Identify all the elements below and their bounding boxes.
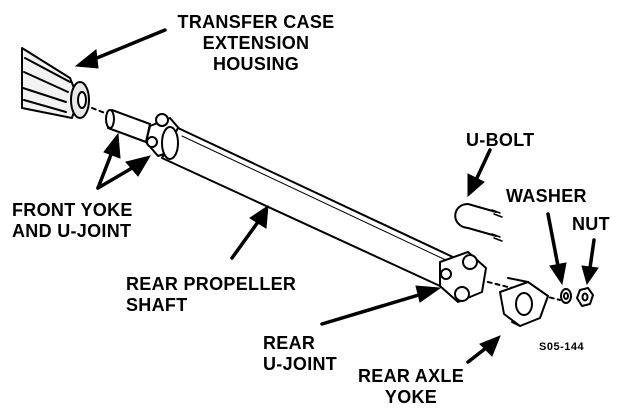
- u-bolt-part: [454, 203, 503, 242]
- arrow-u-bolt: [467, 148, 492, 198]
- front-slip-yoke: [105, 109, 151, 143]
- arrow-washer: [546, 212, 567, 286]
- label-rear-propeller-shaft: REAR PROPELLER SHAFT: [126, 274, 297, 315]
- label-transfer-case-extension-housing: TRANSFER CASE EXTENSION HOUSING: [177, 12, 335, 74]
- nut-part: [576, 287, 594, 307]
- transfer-case-housing: [21, 47, 90, 119]
- rear-axle-yoke-part: [499, 277, 549, 327]
- label-nut: NUT: [572, 214, 610, 234]
- label-front-yoke-and-u-joint: FRONT YOKE AND U-JOINT: [12, 200, 133, 241]
- arrow-rear-axle-yoke: [466, 335, 501, 364]
- label-washer: WASHER: [506, 186, 587, 206]
- arrow-front-yoke-1: [96, 132, 121, 190]
- label-u-bolt: U-BOLT: [466, 130, 535, 150]
- arrow-rear-u-joint: [320, 285, 442, 326]
- label-rear-axle-yoke: REAR AXLE YOKE: [357, 366, 465, 407]
- label-rear-u-joint: REAR U-JOINT: [263, 333, 338, 374]
- arrow-transfer-case: [74, 28, 167, 69]
- propeller-shaft-tube: [161, 126, 456, 287]
- arrow-rear-shaft: [230, 205, 269, 260]
- figure-code: S05-144: [539, 341, 585, 353]
- arrow-front-yoke-2: [96, 155, 152, 190]
- rear-u-joint: [439, 251, 487, 303]
- arrow-nut: [581, 238, 599, 286]
- washer-part: [560, 288, 572, 304]
